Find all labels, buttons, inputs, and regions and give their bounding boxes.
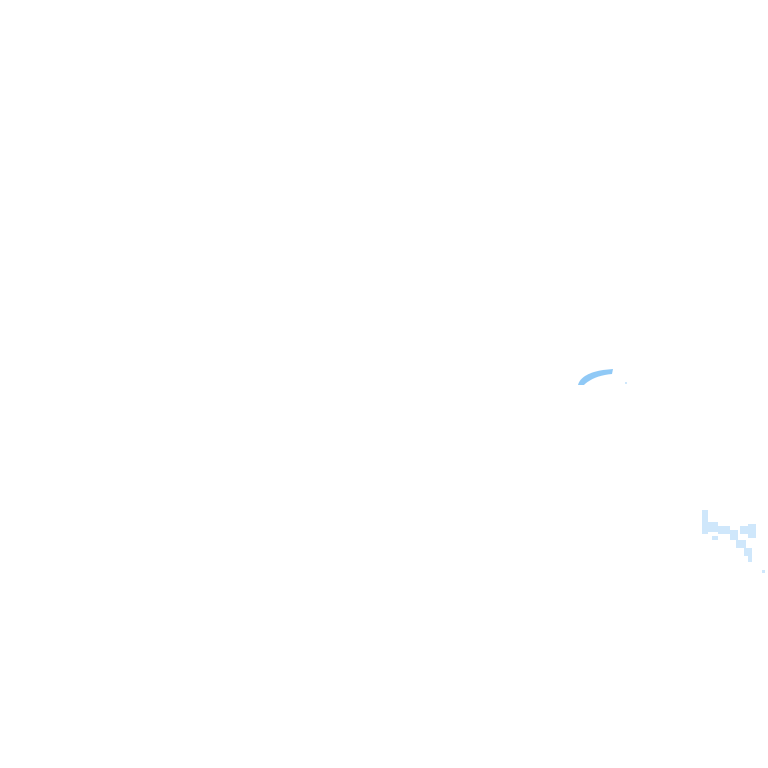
water-feature-south-east xyxy=(702,510,765,573)
water-speck-north xyxy=(625,382,627,384)
water-feature-north xyxy=(578,369,613,385)
